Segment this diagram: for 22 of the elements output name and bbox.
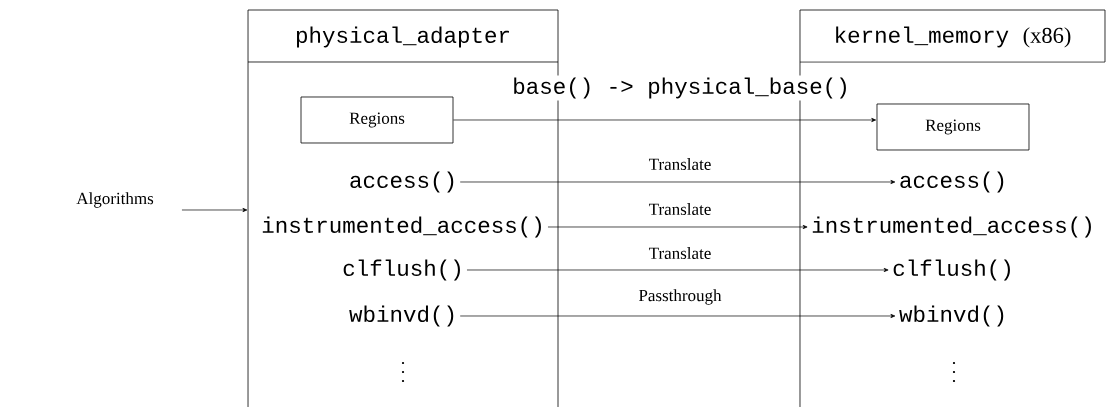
arrow [547, 224, 808, 230]
edge-label: base() -> physical_base() [510, 75, 852, 101]
source-label: Algorithms [76, 192, 154, 208]
edge-label: Translate [646, 245, 714, 261]
method-name: access() [900, 171, 1004, 193]
method-name: instrumented_access() [262, 216, 541, 238]
edge-label: Translate [646, 201, 714, 217]
arrow [459, 313, 896, 319]
arrow [466, 267, 889, 273]
method-name: clflush() [893, 259, 1010, 281]
arrow [181, 207, 248, 213]
method-name: wbinvd() [899, 305, 1004, 327]
edge-label: Passthrough [636, 287, 724, 307]
method-box: Regions [876, 103, 1030, 151]
method-box: Regions [300, 96, 454, 144]
method-name: wbinvd() [349, 305, 454, 327]
method-name: instrumented_access() [812, 216, 1091, 238]
arrow [459, 179, 896, 185]
arrow [453, 117, 877, 123]
method-name: access() [350, 171, 454, 193]
method-name: clflush() [343, 259, 460, 281]
edge-label: Translate [646, 156, 714, 172]
